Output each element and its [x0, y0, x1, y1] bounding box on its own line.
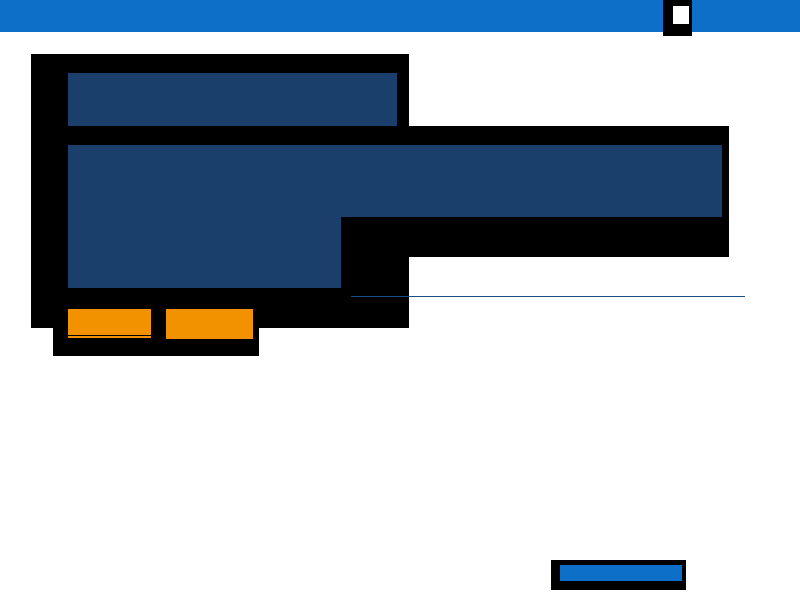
- square-icon: [673, 6, 689, 24]
- left-orange-button[interactable]: [68, 309, 151, 339]
- right-orange-button[interactable]: [166, 309, 253, 339]
- small-content-block: [68, 216, 341, 288]
- divider-line: [351, 296, 745, 297]
- title-block: [68, 73, 397, 126]
- bottom-blue-button[interactable]: [560, 565, 682, 581]
- wide-content-block: [68, 145, 722, 217]
